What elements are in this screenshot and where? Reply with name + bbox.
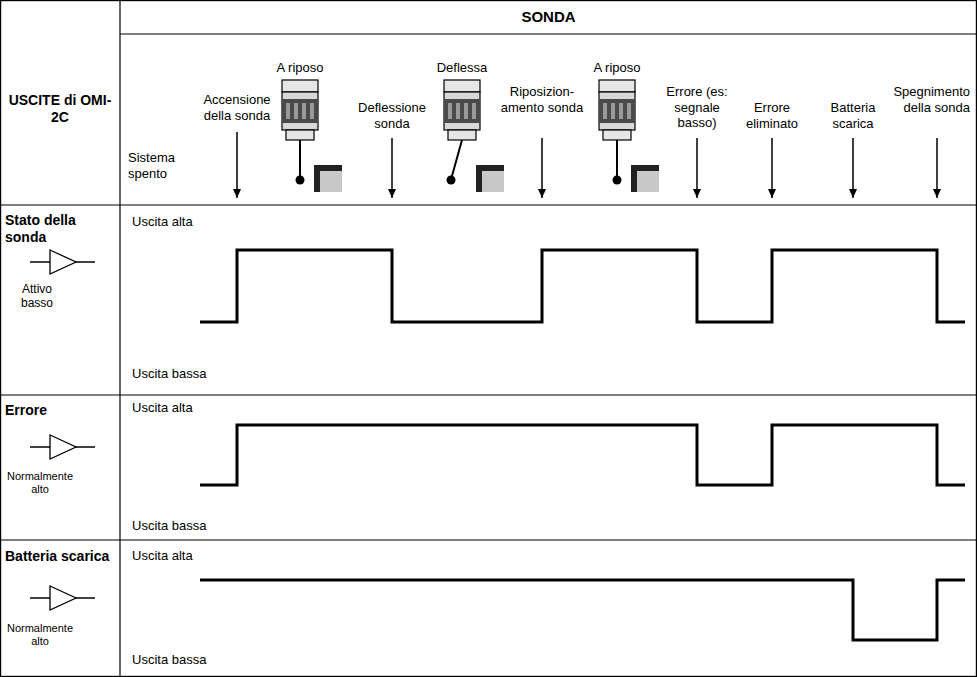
- state-label: Deflessa: [422, 60, 502, 76]
- event-label: Errore eliminato: [738, 100, 806, 131]
- state-label: A riposo: [577, 60, 657, 76]
- event-label: Riposizion- amento sonda: [500, 84, 584, 115]
- column-header: SONDA: [120, 8, 977, 26]
- event-label: Sistema spento: [128, 150, 200, 181]
- text-slot: Batteria scarica: [5, 548, 115, 565]
- text-slot: A riposo: [577, 60, 657, 76]
- state-label: A riposo: [260, 60, 340, 76]
- event-label: Errore (es: segnale basso): [657, 84, 737, 131]
- text-slot: Errore: [5, 402, 115, 419]
- text-slot: A riposo: [260, 60, 340, 76]
- text-slot: Deflessa: [422, 60, 502, 76]
- text-slot: Uscita bassa: [132, 652, 232, 668]
- text-slot: Spegnimento della sonda: [882, 84, 970, 115]
- text-slot: Batteria scarica: [819, 100, 887, 131]
- waveform: [200, 250, 965, 640]
- event-label: Spegnimento della sonda: [882, 84, 970, 115]
- text-slot: Normalmente alto: [0, 470, 80, 496]
- event-arrow: [237, 132, 937, 198]
- signal-note: Normalmente alto: [0, 470, 80, 496]
- text-slot: Deflessione sonda: [350, 100, 434, 131]
- probe-icon-deflected: [444, 80, 504, 192]
- text-slot: Uscita bassa: [132, 366, 232, 382]
- text-slot: Errore eliminato: [738, 100, 806, 131]
- row-header: Batteria scarica: [5, 548, 115, 565]
- probe-icon: [282, 80, 342, 192]
- text-slot: Errore (es: segnale basso): [657, 84, 737, 131]
- text-slot: Normalmente alto: [0, 622, 80, 648]
- text-slot: SONDA: [120, 8, 977, 26]
- text-slot: Uscita alta: [132, 548, 232, 564]
- signal-note: Normalmente alto: [0, 622, 80, 648]
- text-slot: Uscita alta: [132, 400, 232, 416]
- text-slot: Riposizion- amento sonda: [500, 84, 584, 115]
- text-slot: Attivo basso: [6, 282, 68, 311]
- level-label: Uscita bassa: [132, 652, 232, 668]
- signal-note: Attivo basso: [6, 282, 68, 311]
- text-slot: Uscita alta: [132, 214, 232, 230]
- text-slot: Accensione della sonda: [195, 92, 279, 123]
- level-label: Uscita alta: [132, 548, 232, 564]
- column-header: USCITE di OMI-2C: [2, 92, 118, 126]
- event-label: Batteria scarica: [819, 100, 887, 131]
- row-header: Errore: [5, 402, 115, 419]
- event-label: Deflessione sonda: [350, 100, 434, 131]
- event-label: Accensione della sonda: [195, 92, 279, 123]
- level-label: Uscita bassa: [132, 366, 232, 382]
- probe-icon: [599, 80, 659, 192]
- text-slot: Sistema spento: [128, 150, 200, 181]
- level-label: Uscita bassa: [132, 518, 232, 534]
- text-slot: USCITE di OMI-2C: [2, 92, 118, 126]
- level-label: Uscita alta: [132, 400, 232, 416]
- row-header: Stato della sonda: [5, 212, 115, 246]
- text-slot: Stato della sonda: [5, 212, 115, 246]
- level-label: Uscita alta: [132, 214, 232, 230]
- text-slot: Uscita bassa: [132, 518, 232, 534]
